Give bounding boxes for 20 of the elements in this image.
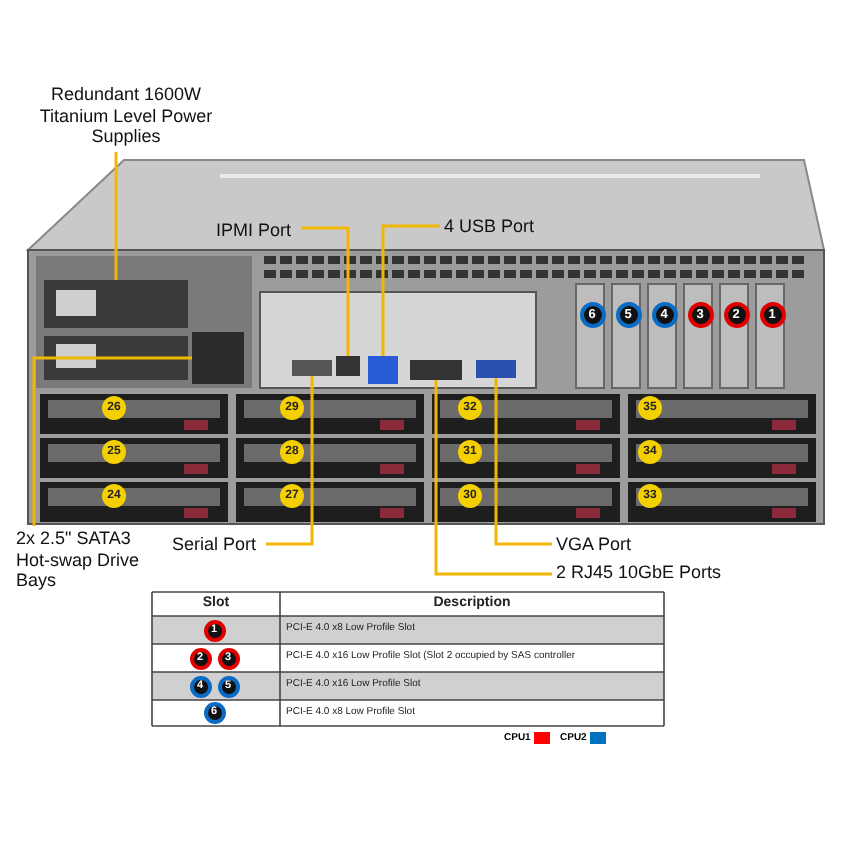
leader-line — [381, 224, 440, 356]
callout-label: 2 RJ45 10GbE Ports — [556, 562, 724, 583]
callout-label: 2x 2.5" SATA3 Hot-swap Drive Bays — [16, 528, 140, 591]
ipmi-port — [336, 356, 360, 376]
leader-line — [266, 376, 314, 546]
power-supply — [44, 280, 188, 328]
callout-label: Redundant 1600W Titanium Level Power Supplies — [37, 84, 215, 147]
leader-line — [32, 356, 192, 526]
callout-label: 4 USB Port — [444, 216, 537, 237]
leader-line — [302, 226, 350, 356]
leader-line — [434, 380, 552, 576]
rj45-ports — [410, 360, 462, 380]
callout-label: VGA Port — [556, 534, 634, 555]
vga-port — [476, 360, 516, 378]
usb-ports — [368, 356, 398, 384]
leader-line — [494, 378, 552, 546]
serial-port — [292, 360, 332, 376]
drive-bays — [192, 332, 244, 384]
callout-label: IPMI Port — [216, 220, 294, 241]
callout-label: Serial Port — [172, 534, 259, 555]
